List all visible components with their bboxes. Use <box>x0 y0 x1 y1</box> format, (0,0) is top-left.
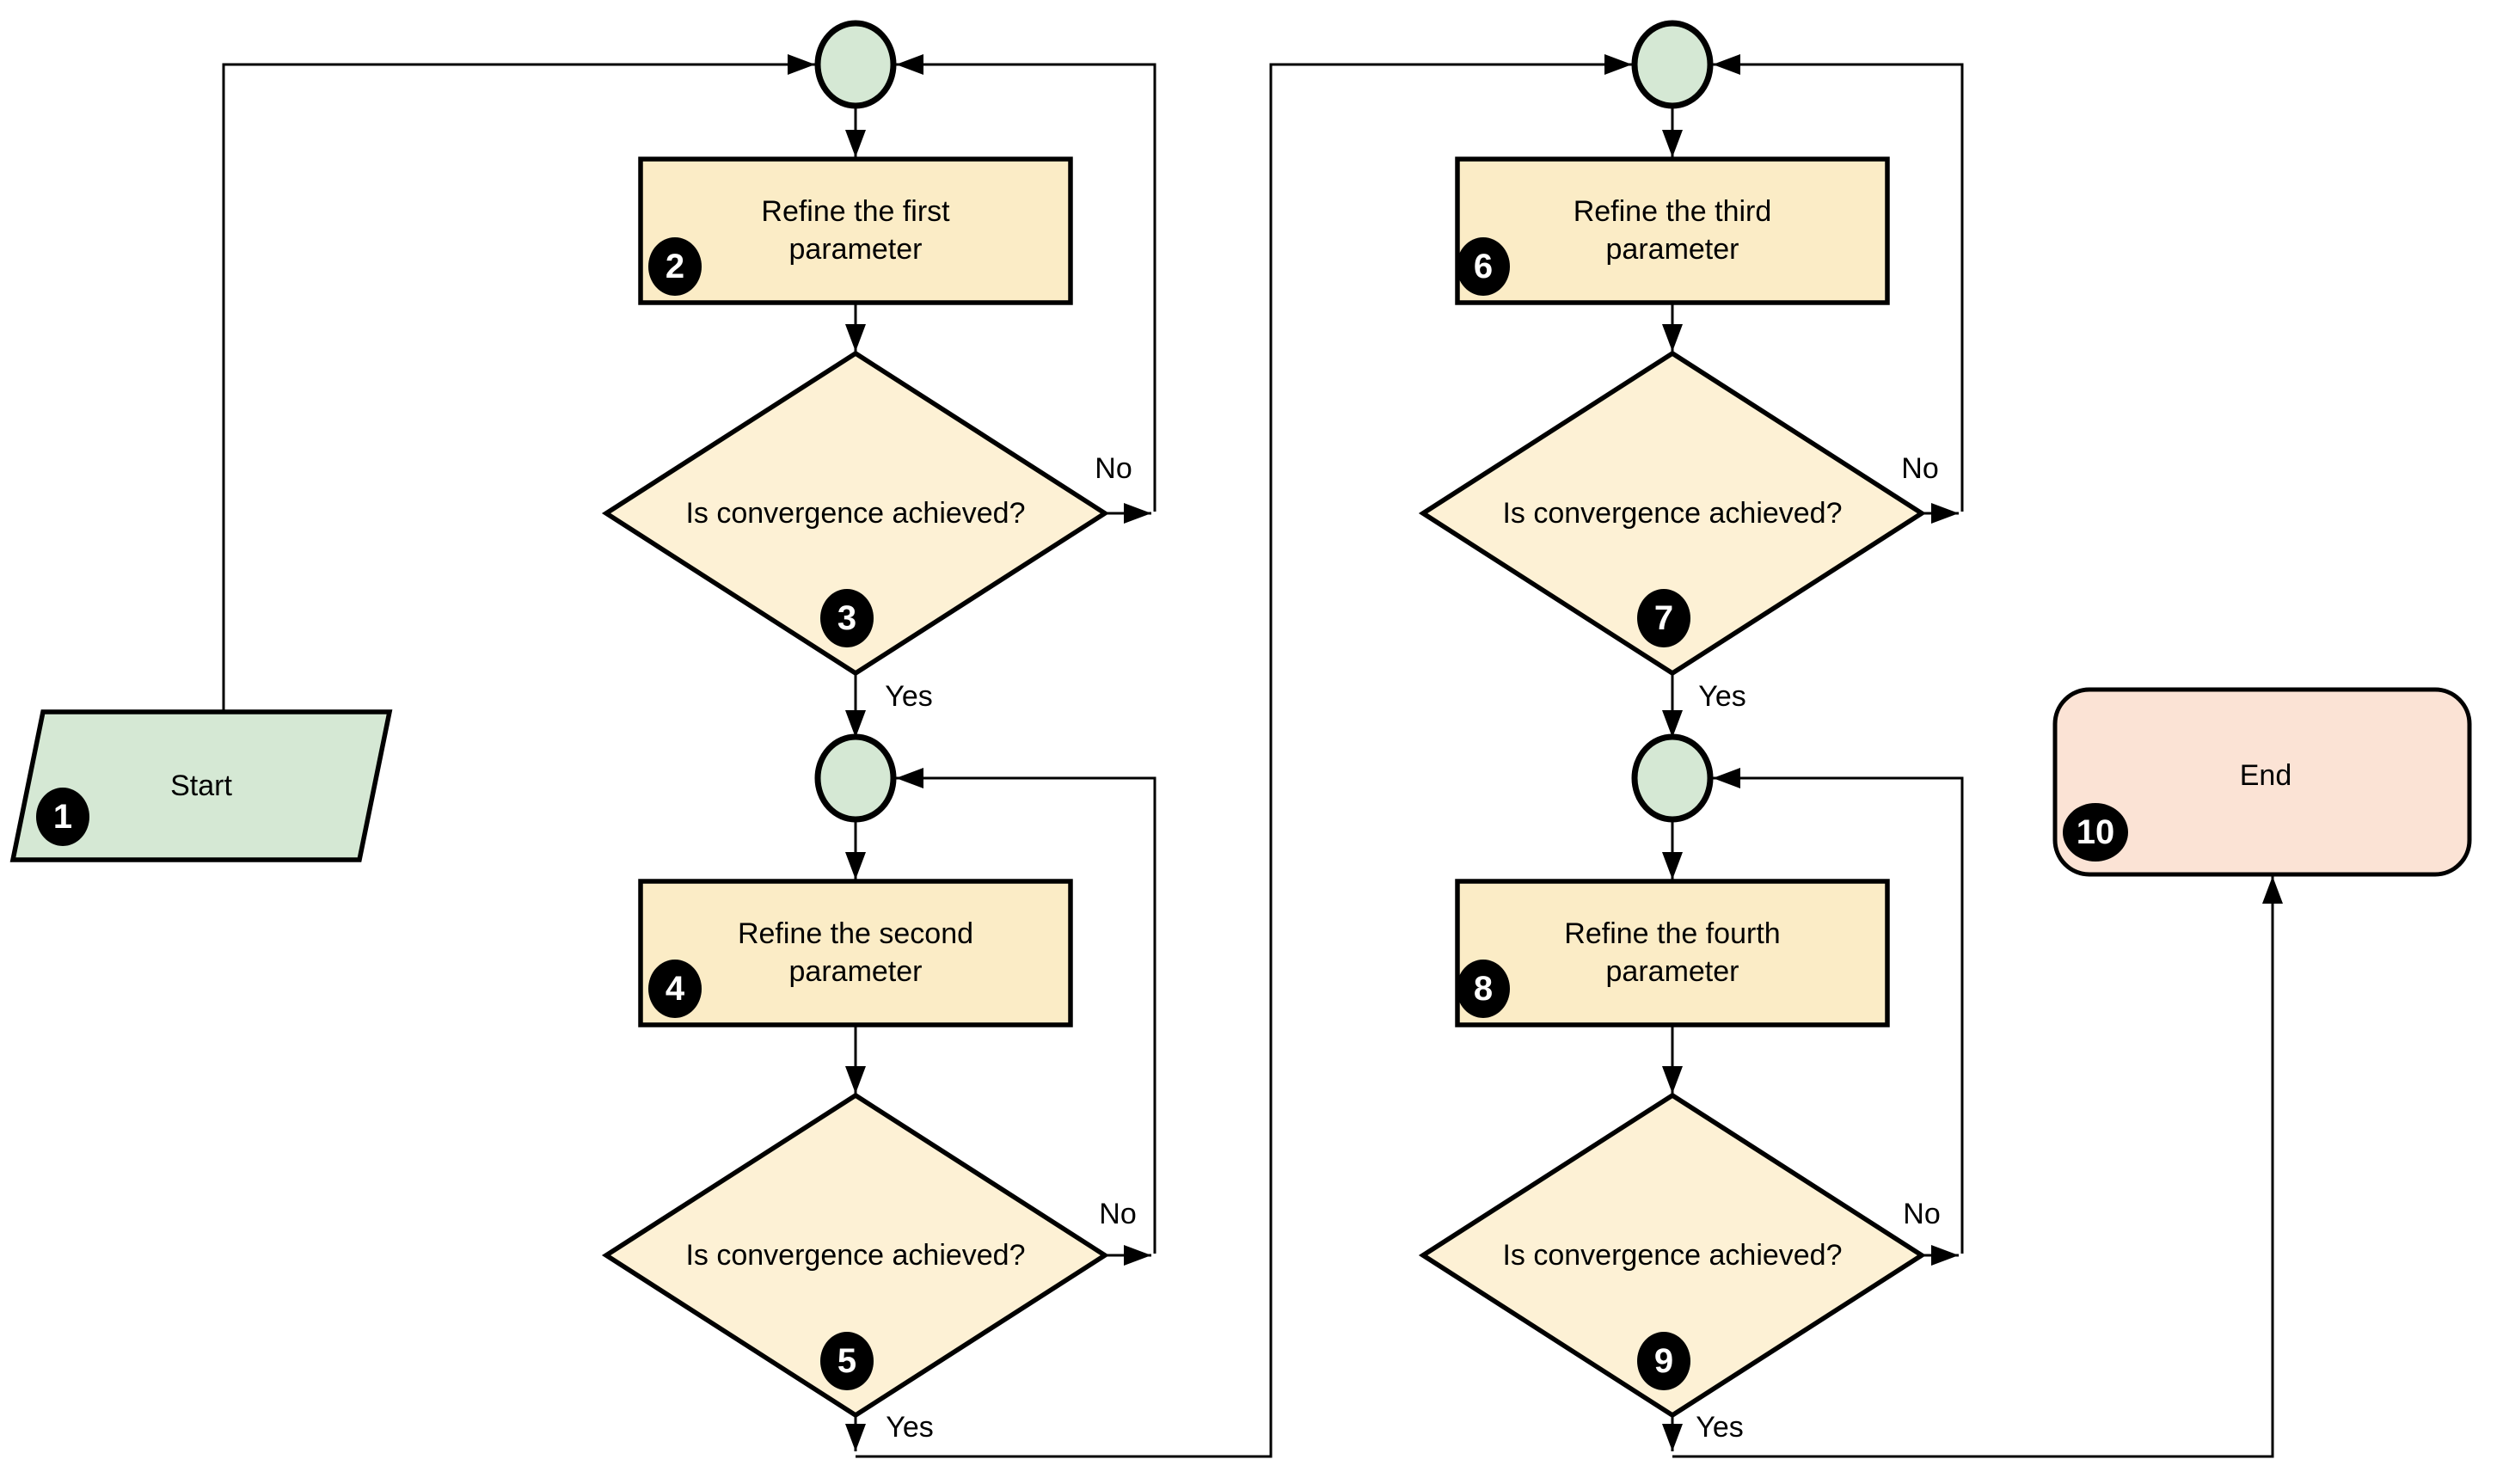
decision2-diamond <box>601 1092 1110 1419</box>
junction3-circle <box>1631 20 1714 109</box>
decision3-diamond <box>1418 350 1927 677</box>
decision1-label: Is convergence achieved? <box>685 497 1026 530</box>
decision4-label: Is convergence achieved? <box>1502 1239 1843 1272</box>
edge-label-decision3-no: No <box>1901 452 1939 485</box>
end-label: End <box>2239 759 2292 792</box>
edge-label-decision4-yes: Yes <box>1696 1411 1744 1444</box>
refine-first-label: Refine the first parameter <box>761 195 950 266</box>
decision4-diamond <box>1418 1092 1927 1419</box>
edge-start-to-junction1 <box>222 54 815 712</box>
edge-no-loop3-to-junction3 <box>1713 54 1964 512</box>
edge-label-decision1-yes: Yes <box>885 680 933 713</box>
badge-2: 2 <box>648 237 702 296</box>
refine-third-label: Refine the third parameter <box>1573 195 1772 266</box>
edge-no-loop4-to-junction4 <box>1713 768 1964 1254</box>
edge-label-decision2-yes: Yes <box>886 1411 934 1444</box>
badge-9: 9 <box>1637 1332 1690 1390</box>
badge-7: 7 <box>1637 589 1690 647</box>
start-label: Start <box>170 770 232 802</box>
refine-fourth-label: Refine the fourth parameter <box>1564 917 1781 988</box>
badge-10: 10 <box>2063 803 2128 862</box>
edge-label-decision1-no: No <box>1095 452 1132 485</box>
badge-1: 1 <box>36 788 89 846</box>
decision2-label: Is convergence achieved? <box>685 1239 1026 1272</box>
junction4-circle <box>1631 733 1714 823</box>
refine-first-box <box>638 156 1073 305</box>
edge-column1-to-junction3 <box>856 54 1632 1458</box>
edge-label-decision3-yes: Yes <box>1698 680 1746 713</box>
edge-label-decision2-no: No <box>1099 1198 1137 1230</box>
refine-fourth-box <box>1455 879 1890 1027</box>
decision3-label: Is convergence achieved? <box>1502 497 1843 530</box>
refine-second-label: Refine the second parameter <box>737 917 974 988</box>
badge-5: 5 <box>820 1332 874 1390</box>
badge-3: 3 <box>820 589 874 647</box>
badge-4: 4 <box>648 960 702 1018</box>
edge-no-loop2-to-junction2 <box>896 768 1156 1254</box>
start-node-shape <box>9 709 393 862</box>
edge-label-decision4-no: No <box>1903 1198 1941 1230</box>
edge-no-loop1-to-junction1 <box>896 54 1156 512</box>
refine-third-box <box>1455 156 1890 305</box>
junction1-circle <box>814 20 897 109</box>
decision1-diamond <box>601 350 1110 677</box>
junction2-circle <box>814 733 897 823</box>
end-node-shape <box>2052 687 2472 877</box>
refine-second-box <box>638 879 1073 1027</box>
badge-8: 8 <box>1457 960 1510 1018</box>
badge-6: 6 <box>1457 237 1510 296</box>
edge-column2-to-end <box>1672 876 2283 1458</box>
